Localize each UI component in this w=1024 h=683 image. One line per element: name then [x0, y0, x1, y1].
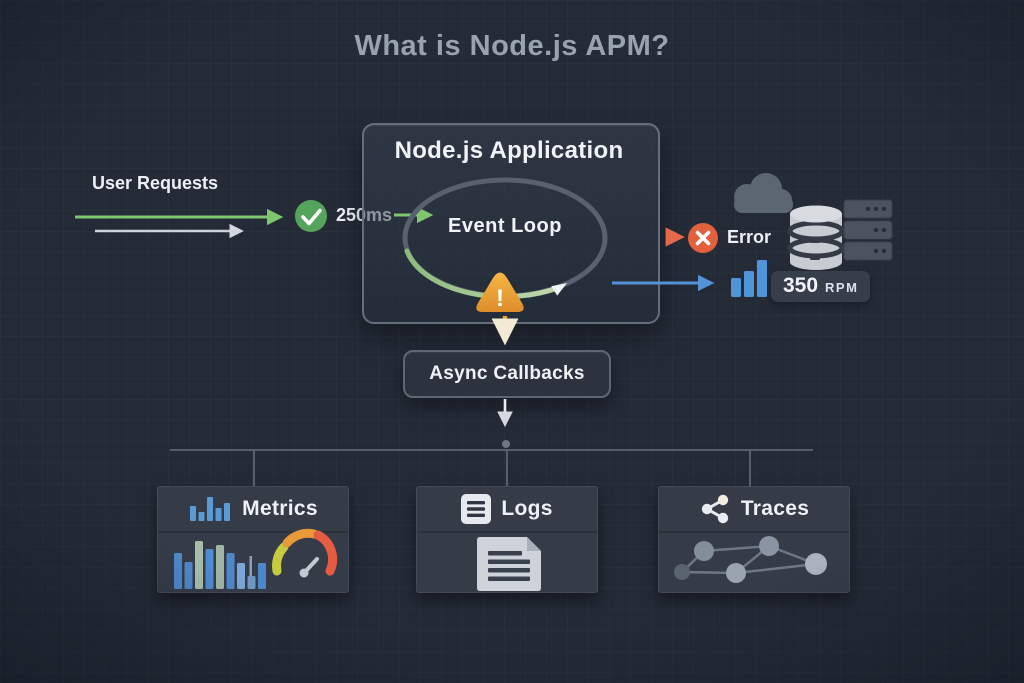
metrics-label: Metrics — [242, 497, 318, 520]
metrics-header: Metrics — [158, 487, 348, 533]
error-label: Error — [727, 227, 772, 247]
nodejs-application-title: Node.js Application — [394, 137, 624, 164]
event-loop-label: Event Loop — [448, 215, 562, 237]
rpm-unit: RPM — [825, 280, 859, 295]
connector-lines — [170, 449, 813, 486]
cloud-icon — [734, 173, 793, 213]
traces-label: Traces — [740, 497, 810, 520]
share-network-icon — [701, 494, 729, 524]
collector-dot — [502, 440, 510, 448]
page-title: What is Node.js APM? — [354, 30, 670, 62]
metrics-box: Metrics — [157, 486, 349, 593]
rpm-value: 350 — [783, 274, 819, 297]
collector-arrow — [497, 399, 513, 448]
user-requests-label: User Requests — [92, 173, 219, 193]
logs-header: Logs — [417, 487, 597, 533]
traces-box: Traces — [658, 486, 850, 593]
list-icon — [461, 494, 492, 524]
logs-box: Logs — [416, 486, 598, 593]
async-callbacks-label: Async Callbacks — [429, 363, 585, 384]
bar-chart-icon — [190, 497, 231, 521]
server-rack-icon — [843, 199, 893, 261]
check-icon — [295, 200, 327, 232]
database-icon — [787, 205, 845, 270]
rpm-badge: 350 RPM — [771, 271, 871, 302]
traces-header: Traces — [659, 487, 849, 533]
logs-label: Logs — [501, 497, 553, 520]
x-circle-icon — [688, 223, 718, 253]
async-callbacks-box: Async Callbacks — [403, 350, 611, 398]
throughput-bars-icon — [731, 260, 767, 297]
